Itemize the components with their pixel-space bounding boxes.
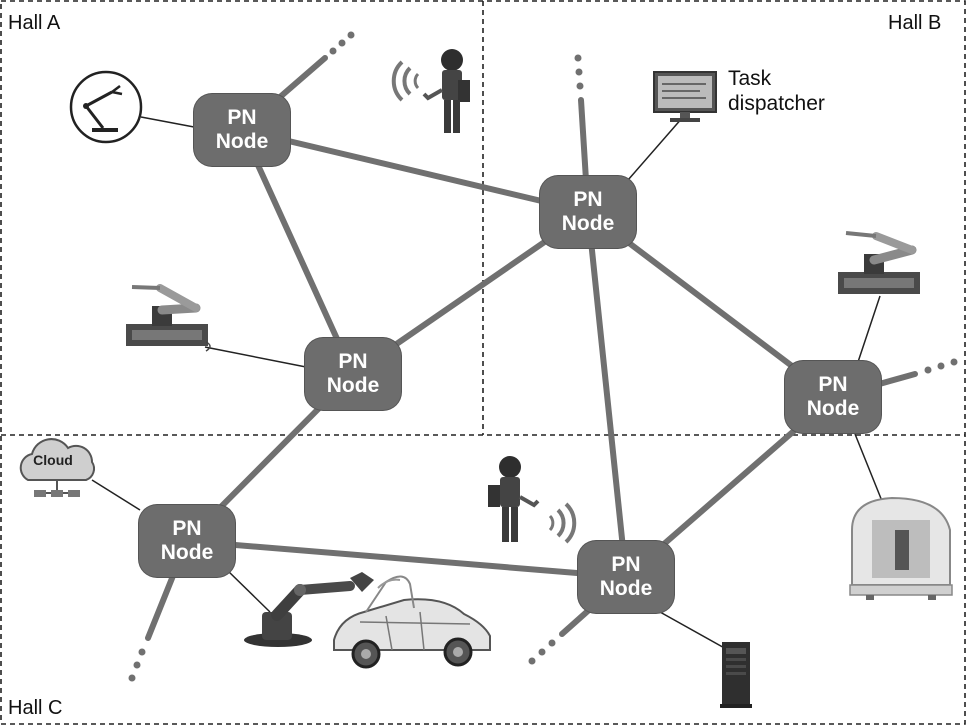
hall-a-label: Hall A [8, 12, 61, 34]
pn-node-label-line2: Node [215, 130, 269, 153]
pn-node-label-line2: Node [160, 541, 214, 564]
robot-arm-platform-icon-a [126, 284, 211, 352]
pn-node-label-line2: Node [806, 397, 860, 420]
mobile-robot-wifi-icon-c [488, 456, 577, 544]
mobile-robot-wifi-icon-a [391, 49, 470, 133]
hall-c-label: Hall C [8, 697, 63, 719]
pn-node-label-line1: PN [818, 373, 848, 396]
server-tower-icon [720, 642, 752, 708]
machine-enclosure-icon [849, 496, 953, 600]
device-connectors [91, 116, 885, 651]
link-a1-b1 [239, 127, 591, 215]
task-dispatcher-label: Task dispatcher [728, 66, 825, 116]
robot-arm-platform-icon-b [838, 231, 920, 294]
pn-node-label-line1: PN [338, 350, 368, 373]
pn-node-hall-b-right[interactable]: PN Node [785, 361, 881, 433]
pn-node-label-line1: PN [172, 517, 202, 540]
task-dispatcher-line2: dispatcher [728, 92, 825, 115]
link-a1-a2 [239, 127, 356, 377]
pn-node-label-line1: PN [573, 188, 603, 211]
robot-arm-car-icon [244, 572, 491, 669]
pn-node-label-line2: Node [326, 374, 380, 397]
pn-node-label-line1: PN [611, 553, 641, 576]
pn-node-hall-b-top[interactable]: PN Node [540, 176, 636, 248]
monitor-icon [653, 71, 717, 122]
pn-node-label-line1: PN [227, 106, 257, 129]
pn-node-hall-a-bottom[interactable]: PN Node [305, 338, 401, 410]
continuation-dots [128, 31, 958, 682]
pn-node-label-line2: Node [599, 577, 653, 600]
link-c1-c2 [184, 538, 629, 580]
pn-node-hall-c-left[interactable]: PN Node [139, 505, 235, 577]
hall-b-label: Hall B [888, 12, 942, 34]
task-dispatcher-line1: Task [728, 67, 772, 90]
pn-node-label-line2: Node [561, 212, 615, 235]
link-b1-c2 [585, 209, 629, 580]
cloud-label: Cloud [33, 452, 73, 468]
cloud-icon [19, 438, 95, 497]
pn-node-hall-a-top[interactable]: PN Node [194, 94, 290, 166]
pn-node-hall-c-right[interactable]: PN Node [578, 541, 674, 613]
robot-arm-circle-icon [69, 70, 143, 144]
